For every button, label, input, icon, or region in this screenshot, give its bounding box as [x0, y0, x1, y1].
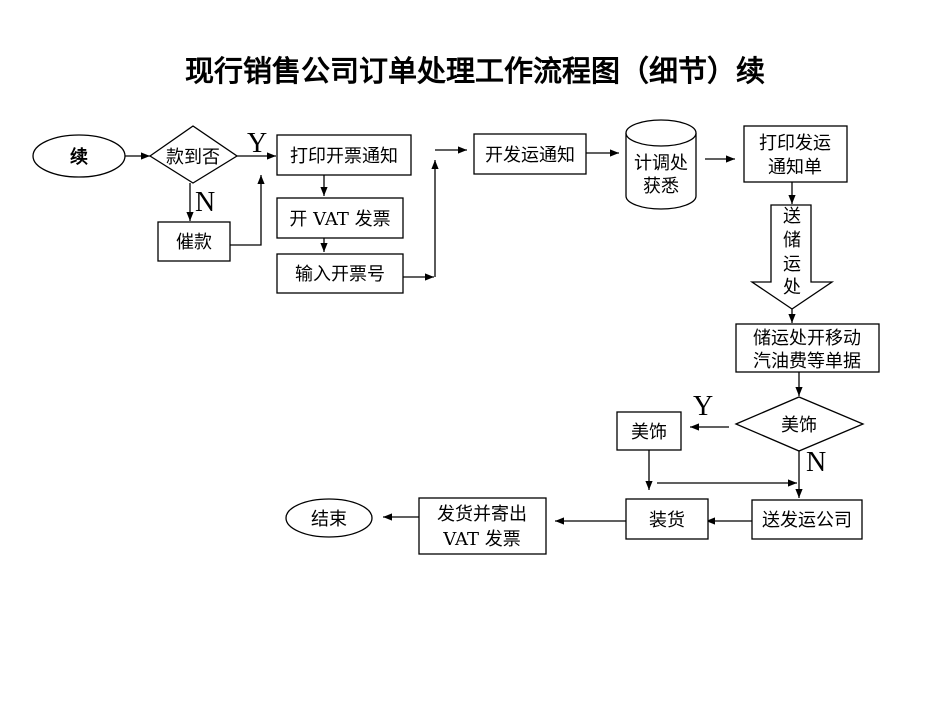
- payment-yes-label: Y: [247, 128, 267, 159]
- send-to-transport-label: 送发运公司: [762, 510, 852, 531]
- payment-decision-node: 款到否: [148, 125, 239, 184]
- decoration-decision-node: 美饰: [734, 396, 865, 452]
- ship-and-mail-label-line1: 发货并寄出: [437, 504, 527, 525]
- planning-dept-label-line2: 获悉: [643, 176, 679, 197]
- decoration-decision-label: 美饰: [781, 415, 817, 436]
- print-shipping-notice-node: 打印发运 通知单: [743, 125, 848, 183]
- send-to-storage-char: 处: [783, 277, 801, 298]
- print-shipping-notice-label-line2: 通知单: [768, 157, 822, 178]
- send-to-storage-arrow: 送 储 运 处: [749, 204, 835, 310]
- send-to-storage-char: 运: [783, 254, 801, 275]
- planning-dept-node: 计调处 获悉: [625, 119, 697, 210]
- page-title: 现行销售公司订单处理工作流程图（细节）续: [184, 54, 765, 88]
- decoration-yes-label: Y: [693, 391, 713, 422]
- storage-documents-label-line2: 汽油费等单据: [753, 351, 861, 372]
- send-to-storage-char: 储: [783, 230, 801, 251]
- end-node: 结束: [285, 498, 373, 538]
- enter-invoice-number-node: 输入开票号: [276, 253, 404, 294]
- storage-documents-node: 储运处开移动 汽油费等单据: [735, 323, 880, 373]
- send-to-storage-char: 送: [783, 206, 801, 227]
- payment-no-label: N: [195, 187, 215, 218]
- storage-documents-label-line1: 储运处开移动: [753, 328, 861, 349]
- ship-and-mail-node: 发货并寄出 VAT 发票: [418, 497, 547, 555]
- decoration-label: 美饰: [631, 422, 667, 443]
- start-label: 续: [70, 146, 88, 168]
- print-shipping-notice-label-line1: 打印发运: [759, 133, 831, 154]
- loading-node: 装货: [625, 498, 709, 540]
- planning-dept-label-line1: 计调处: [634, 153, 688, 174]
- enter-invoice-number-label: 输入开票号: [295, 264, 385, 285]
- issue-vat-invoice-node: 开 VAT 发票: [276, 197, 404, 239]
- issue-shipping-notice-node: 开发运通知: [473, 133, 587, 175]
- connector: [230, 175, 265, 246]
- urge-payment-label: 催款: [176, 232, 212, 253]
- loading-label: 装货: [649, 510, 685, 531]
- print-invoice-notice-node: 打印开票通知: [276, 134, 412, 176]
- ship-and-mail-label-line2: VAT 发票: [442, 529, 521, 550]
- send-to-transport-node: 送发运公司: [751, 499, 863, 540]
- payment-decision-label: 款到否: [166, 147, 220, 168]
- decoration-no-label: N: [806, 447, 826, 478]
- issue-shipping-notice-label: 开发运通知: [485, 145, 575, 166]
- decoration-node: 美饰: [616, 411, 682, 451]
- urge-payment-node: 催款: [157, 221, 231, 262]
- start-node: 续: [32, 134, 126, 178]
- print-invoice-notice-label: 打印开票通知: [290, 146, 398, 167]
- end-label: 结束: [311, 509, 347, 530]
- issue-vat-invoice-label: 开 VAT 发票: [289, 209, 390, 230]
